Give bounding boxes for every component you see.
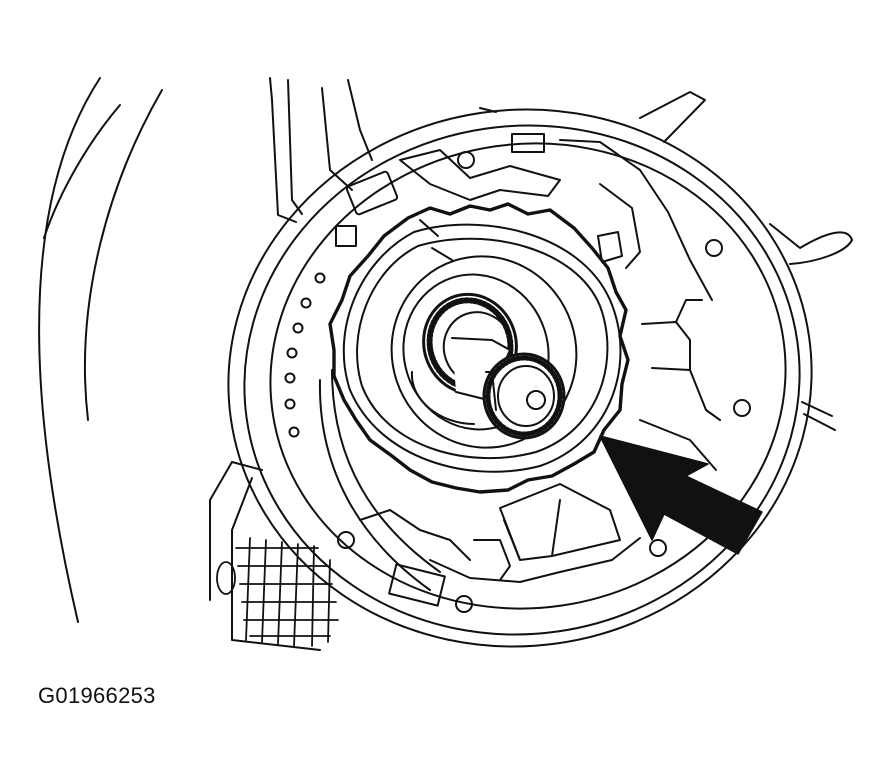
pump-face-slots bbox=[335, 133, 721, 607]
oil-passage-holes bbox=[284, 272, 326, 438]
callout-arrow-icon bbox=[599, 435, 763, 555]
filter-screen-grid bbox=[216, 537, 339, 647]
figure-code-label: G01966253 bbox=[38, 683, 156, 708]
bolt-holes bbox=[337, 151, 751, 613]
clutch-hub-inner-ring bbox=[342, 223, 622, 473]
transmission-case-outline bbox=[38, 77, 853, 651]
pump-drive-gear bbox=[482, 352, 566, 440]
pump-body-discs bbox=[227, 108, 813, 648]
clutch-hub-splined-ring bbox=[328, 202, 630, 494]
